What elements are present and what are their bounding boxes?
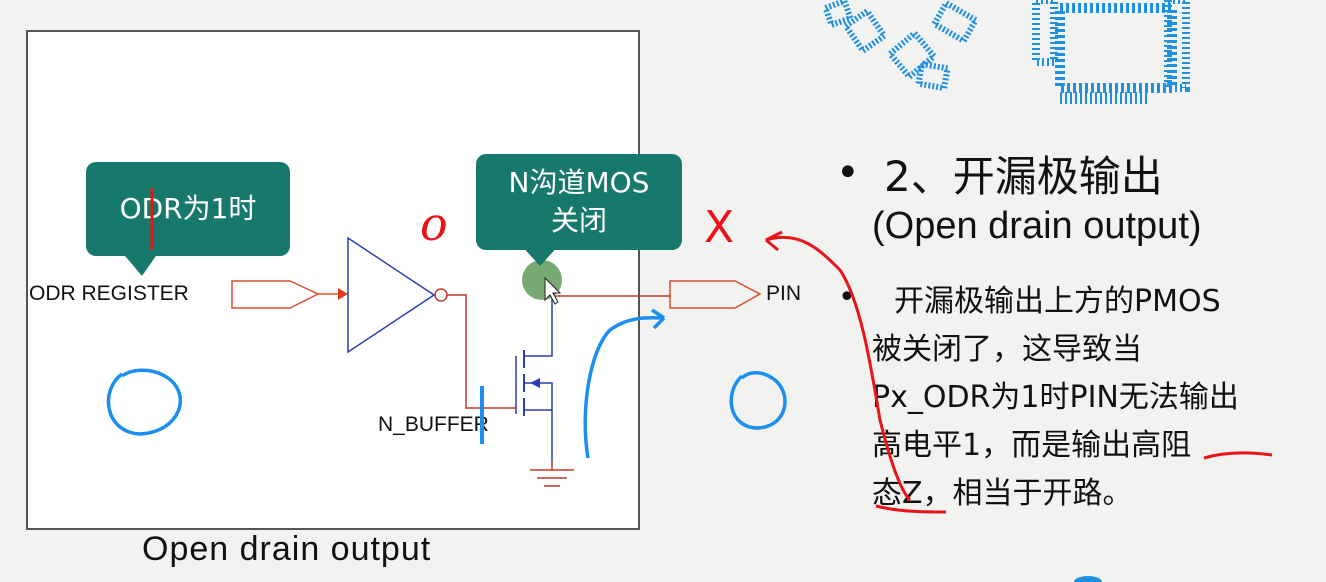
odr-callout: ODR为1时	[86, 162, 290, 256]
nmos-callout-line-2: 关闭	[550, 204, 607, 237]
description-line: Px_ODR为1时PIN无法输出	[872, 380, 1239, 415]
blue-blob	[1074, 576, 1102, 582]
odr-callout-tail	[120, 250, 160, 276]
n-buffer-label: N_BUFFER	[378, 413, 489, 436]
odr-input-arrow	[231, 280, 320, 309]
section-subtitle: (Open drain output)	[872, 205, 1202, 247]
description-line: 开漏极输出上方的PMOS	[894, 284, 1221, 319]
nmos-body-arrow	[530, 378, 540, 388]
odr-arrowhead	[338, 288, 348, 300]
nmos-callout: N沟道MOS 关闭	[476, 154, 682, 250]
nmos-callout-line-1: N沟道MOS	[508, 166, 650, 199]
chip-decoration	[821, 0, 1190, 104]
mouse-pointer	[544, 276, 562, 305]
pin-output-arrow	[669, 280, 762, 309]
diagram-caption: Open drain output	[142, 530, 432, 568]
odr-register-label: ODR REGISTER	[29, 282, 189, 305]
nmos-drain	[524, 296, 553, 357]
n-buffer-triangle	[347, 236, 436, 354]
bullet-marker: •	[836, 150, 860, 196]
description-line: 被关闭了，这导致当	[872, 332, 1142, 367]
gate-wire	[447, 294, 516, 409]
section-title: 2、开漏极输出	[884, 152, 1163, 201]
description-line: 高电平1，而是输出高阻	[872, 428, 1192, 463]
